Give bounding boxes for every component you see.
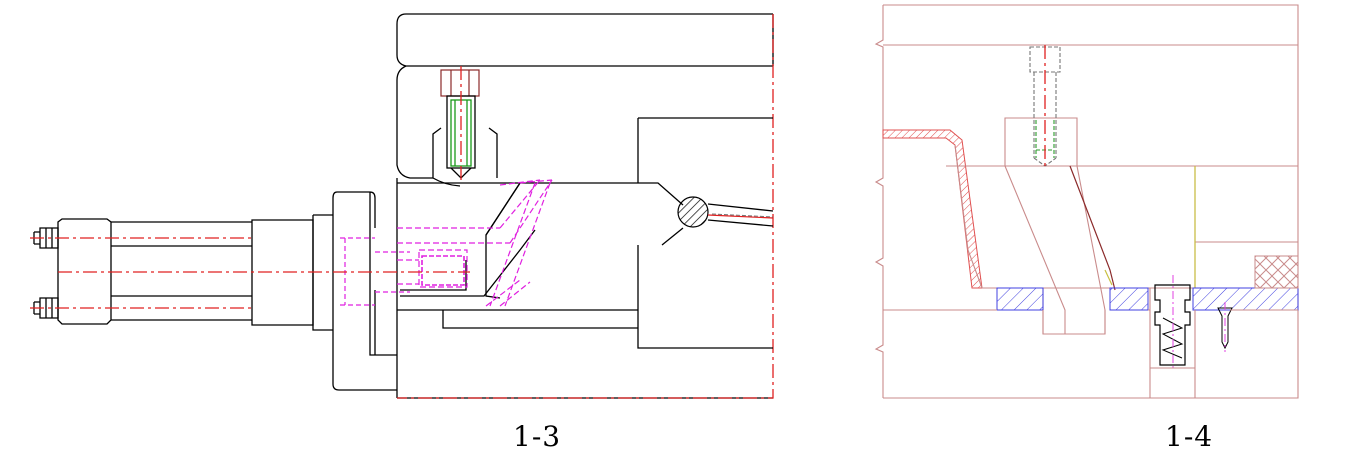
left-break-line: [874, 5, 884, 398]
figure-right-drawing: [874, 4, 1299, 399]
yellow-guide: [1104, 166, 1196, 288]
figure-caption-right: 1-4: [1165, 420, 1214, 453]
retainer-plate-left: [996, 287, 1044, 311]
frame-outline: [883, 4, 1299, 399]
product-wall-inner: [946, 144, 1298, 289]
cylinder-end-block: [57, 218, 112, 325]
figure-left-drawing: [30, 13, 774, 399]
slider-hidden-outline: [397, 179, 553, 307]
product-wall-hatched: [882, 129, 983, 289]
small-screw: [1217, 307, 1233, 350]
bolt-head: [440, 69, 480, 97]
crossed-block: [1254, 255, 1299, 289]
lower-plate-lines: [397, 309, 638, 329]
retainer-plate-right: [1192, 287, 1299, 311]
upper-block: [1004, 117, 1078, 167]
pin-red-line: [707, 214, 774, 219]
bolt-head-lines: [450, 70, 470, 96]
lower-frame-lines: [883, 309, 1298, 334]
retainer-plate-mid: [1109, 287, 1149, 311]
cylinder-rod-lower: [111, 295, 252, 321]
cylinder-mount-plate: [332, 191, 397, 391]
main-body-outline: [396, 65, 773, 399]
hatched-pin: [677, 196, 709, 228]
top-plate: [396, 13, 774, 67]
locking-block: [432, 127, 498, 187]
pin-lines: [707, 203, 774, 227]
upper-bolt: [1029, 46, 1061, 167]
right-insert: [637, 117, 773, 349]
angled-slider: [1004, 165, 1106, 335]
angled-slider-core: [1069, 165, 1116, 291]
slider-hidden-slope: [489, 182, 551, 307]
cylinder-rod-upper: [111, 221, 252, 247]
bolt-thread-inner: [454, 100, 468, 166]
spring-pocket: [1149, 288, 1196, 398]
slider-pocket: [421, 255, 465, 286]
cylinder-body: [251, 219, 314, 326]
right-boundary-centerline: [397, 14, 774, 399]
figure-caption-left: 1-3: [513, 420, 562, 453]
heel-block-outline: [397, 182, 684, 299]
spring-plunger-housing: [1154, 284, 1191, 366]
pin-hidden-lines: [711, 213, 774, 218]
